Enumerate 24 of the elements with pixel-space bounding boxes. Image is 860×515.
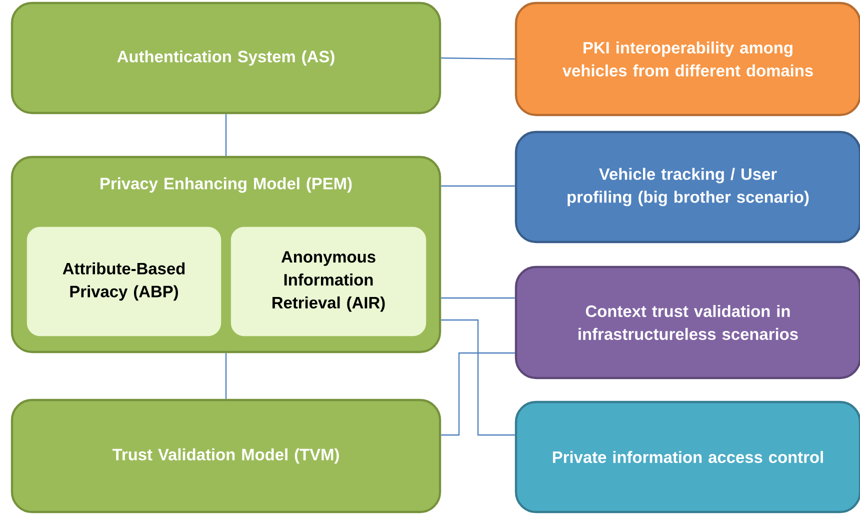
node-label: Vehicle tracking / User profiling (big brother scenario) bbox=[568, 168, 809, 206]
connector-line bbox=[441, 352, 515, 436]
issue-box bbox=[514, 266, 860, 380]
system-box bbox=[10, 2, 442, 114]
component-box bbox=[26, 226, 222, 336]
connector-line bbox=[441, 297, 515, 299]
node-label: Private information access control bbox=[552, 450, 823, 464]
connector-line bbox=[225, 353, 227, 399]
connector-line bbox=[441, 319, 515, 436]
node-label: Attribute-Based Privacy (ABP) bbox=[62, 262, 185, 301]
issue-box bbox=[514, 2, 860, 116]
issue-box bbox=[514, 400, 860, 514]
model-box bbox=[10, 398, 442, 514]
component-box bbox=[230, 226, 426, 336]
connector-line bbox=[441, 57, 515, 60]
node-label: Context trust validation in infrastructureless scenarios bbox=[578, 305, 798, 340]
node-label: Authentication System (AS) bbox=[117, 50, 334, 66]
node-label: PKI interoperability among vehicles from different domains bbox=[562, 42, 813, 76]
connector-line bbox=[225, 114, 227, 156]
issue-box bbox=[514, 130, 860, 244]
node-label: Trust Validation Model (TVM) bbox=[112, 448, 339, 464]
connector-line bbox=[441, 185, 515, 187]
node-label: Anonymous Information Retrieval (AIR) bbox=[272, 251, 385, 312]
node-label: Privacy Enhancing Model (PEM) bbox=[100, 177, 352, 193]
